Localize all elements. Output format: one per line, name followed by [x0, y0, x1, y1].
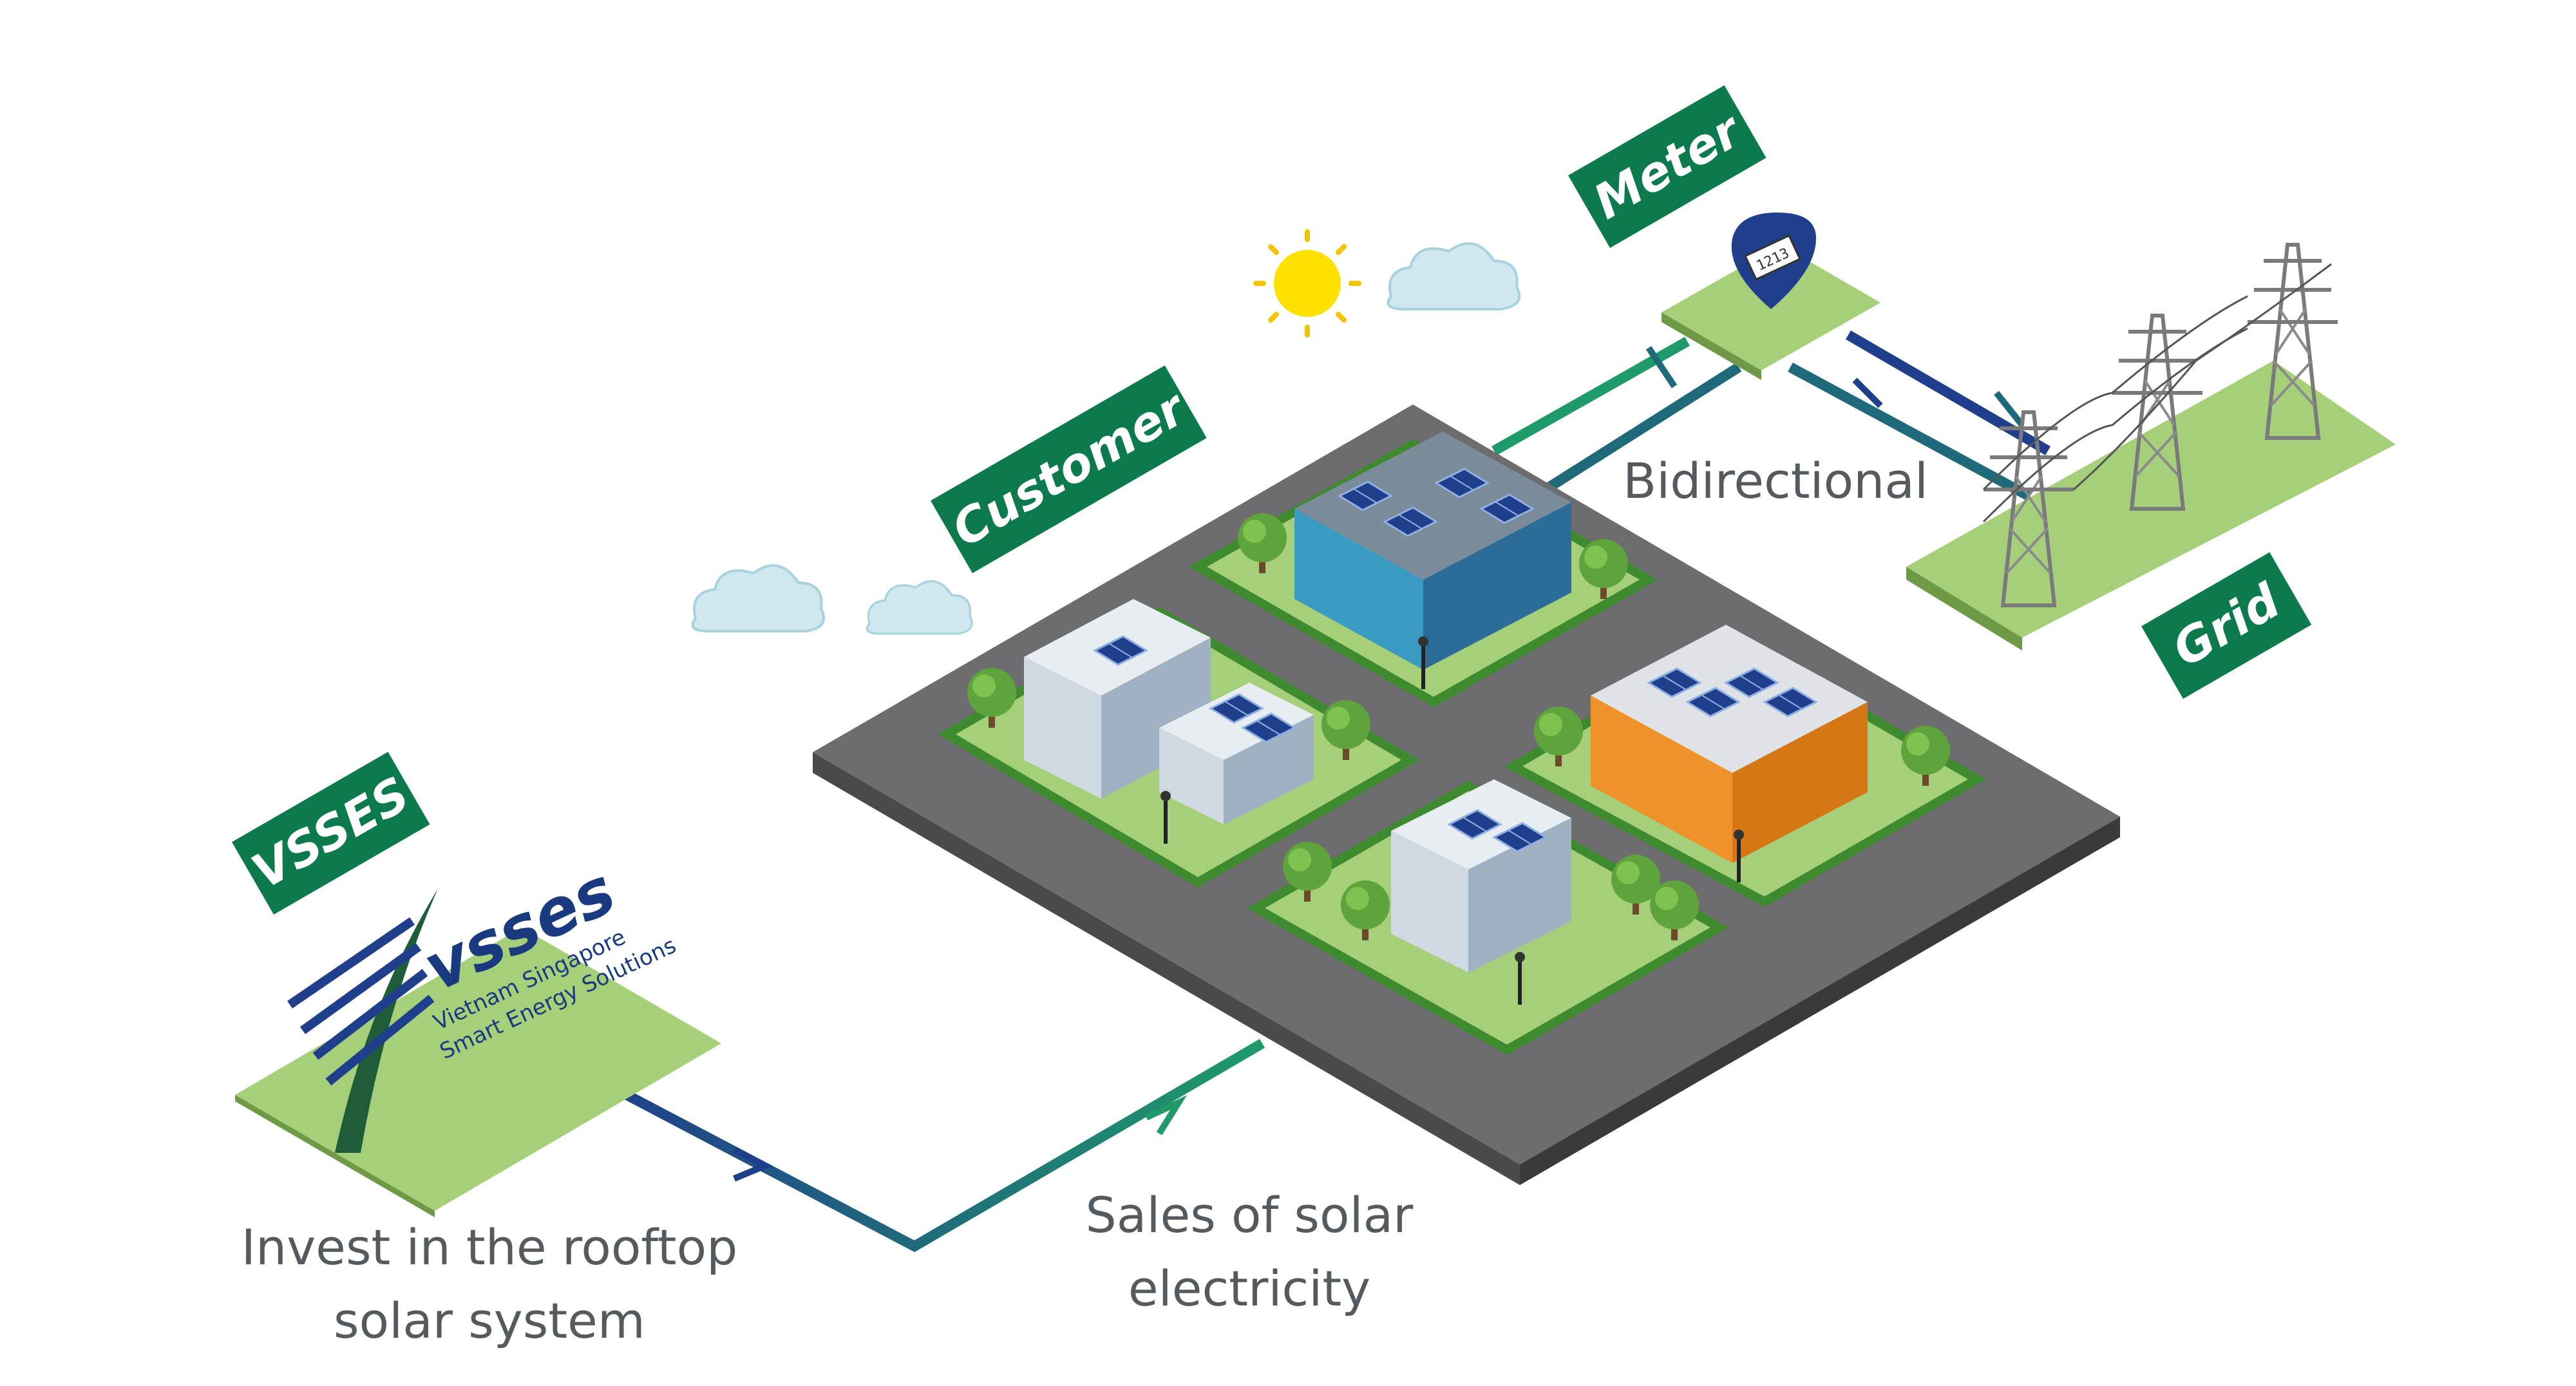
label-customer: Customer: [931, 365, 1207, 573]
caption-sales-line-1: Sales of solar: [1085, 1186, 1414, 1244]
lot-orange-factory: [1504, 625, 1986, 907]
caption-invest: Invest in the rooftop solar system: [213, 1211, 766, 1358]
lot-office-bottom: [1246, 779, 1729, 1056]
label-meter: Meter: [1568, 85, 1766, 248]
sun-icon: [1253, 229, 1361, 337]
industrial-park-block: [813, 404, 2120, 1185]
lot-office-left: [938, 599, 1419, 888]
caption-sales-line-2: electricity: [1128, 1260, 1371, 1317]
caption-invest-line-2: solar system: [334, 1292, 645, 1349]
vsses-pad: vsses Vietnam Singapore Smart Energy Sol…: [235, 853, 721, 1217]
caption-sales: Sales of solar electricity: [1056, 1179, 1443, 1325]
grid-pad: [1906, 245, 2396, 650]
label-grid: Grid: [2141, 552, 2312, 699]
lot-warehouse: [1188, 432, 1658, 708]
cloud-icon: [691, 564, 826, 632]
investment-flow-arrow: [590, 1039, 1265, 1253]
svg-text:Customer: Customer: [943, 379, 1197, 558]
caption-bidirectional: Bidirectional: [1623, 444, 1928, 518]
pylon-icon: [1984, 245, 2338, 605]
cloud-icon: [866, 580, 973, 635]
caption-bidirectional-text: Bidirectional: [1623, 452, 1928, 509]
vsses-logo-icon: [287, 889, 438, 1153]
label-vsses: VSSES: [232, 752, 430, 915]
cloud-icon: [1387, 242, 1521, 310]
bidirectional-flow-arrows: [1492, 330, 2051, 501]
meter-icon: 1213: [1731, 213, 1816, 309]
caption-invest-line-1: Invest in the rooftop: [241, 1219, 738, 1276]
meter-pad: 1213: [1662, 213, 1880, 380]
